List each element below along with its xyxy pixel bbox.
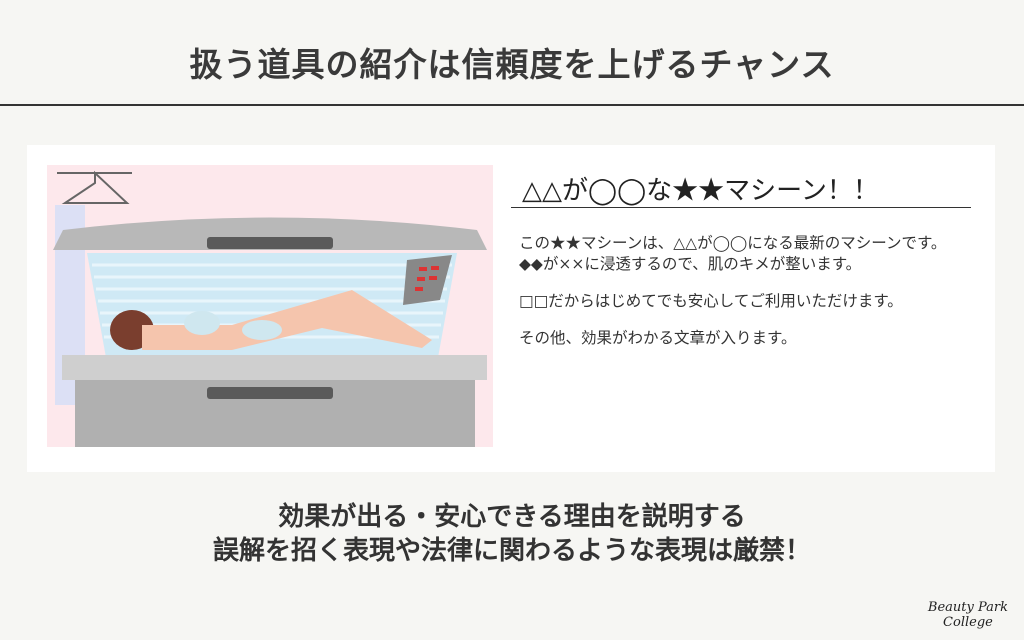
summary-line-2: 誤解を招く表現や法律に関わるような表現は厳禁！: [212, 536, 811, 566]
paragraph: この★★マシーンは、△△が◯◯になる最新のマシーンです。 ◆◆が××に浸透するので…: [519, 233, 979, 275]
logo-line-2: College: [943, 615, 993, 630]
paragraph-text: この★★マシーンは、△△が◯◯になる最新のマシーンです。: [519, 234, 947, 252]
summary-text: 効果が出る・安心できる理由を説明する 誤解を招く表現や法律に関わるような表現は厳…: [0, 500, 1024, 568]
page-title: 扱う道具の紹介は信頼度を上げるチャンス: [189, 45, 835, 84]
paragraph-text: ◆◆が××に浸透するので、肌のキメが整います。: [519, 255, 862, 273]
paragraph: □□だからはじめてでも安心してご利用いただけます。: [519, 292, 903, 310]
logo-line-1: Beauty Park: [927, 600, 1008, 615]
divider: [0, 104, 1024, 106]
summary-line-1: 効果が出る・安心できる理由を説明する: [278, 502, 746, 532]
brand-logo: Beauty Park College: [928, 600, 1008, 630]
panel-divider: [511, 207, 971, 208]
panel-title: △△が◯◯な★★マシーン！！: [522, 176, 879, 206]
content-card: △△が◯◯な★★マシーン！！ この★★マシーンは、△△が◯◯になる最新のマシーン…: [27, 145, 995, 472]
paragraph: その他、効果がわかる文章が入ります。: [519, 329, 797, 347]
panel-body: この★★マシーンは、△△が◯◯になる最新のマシーンです。 ◆◆が××に浸透するので…: [519, 233, 979, 365]
tanning-bed-illustration: [47, 165, 493, 447]
